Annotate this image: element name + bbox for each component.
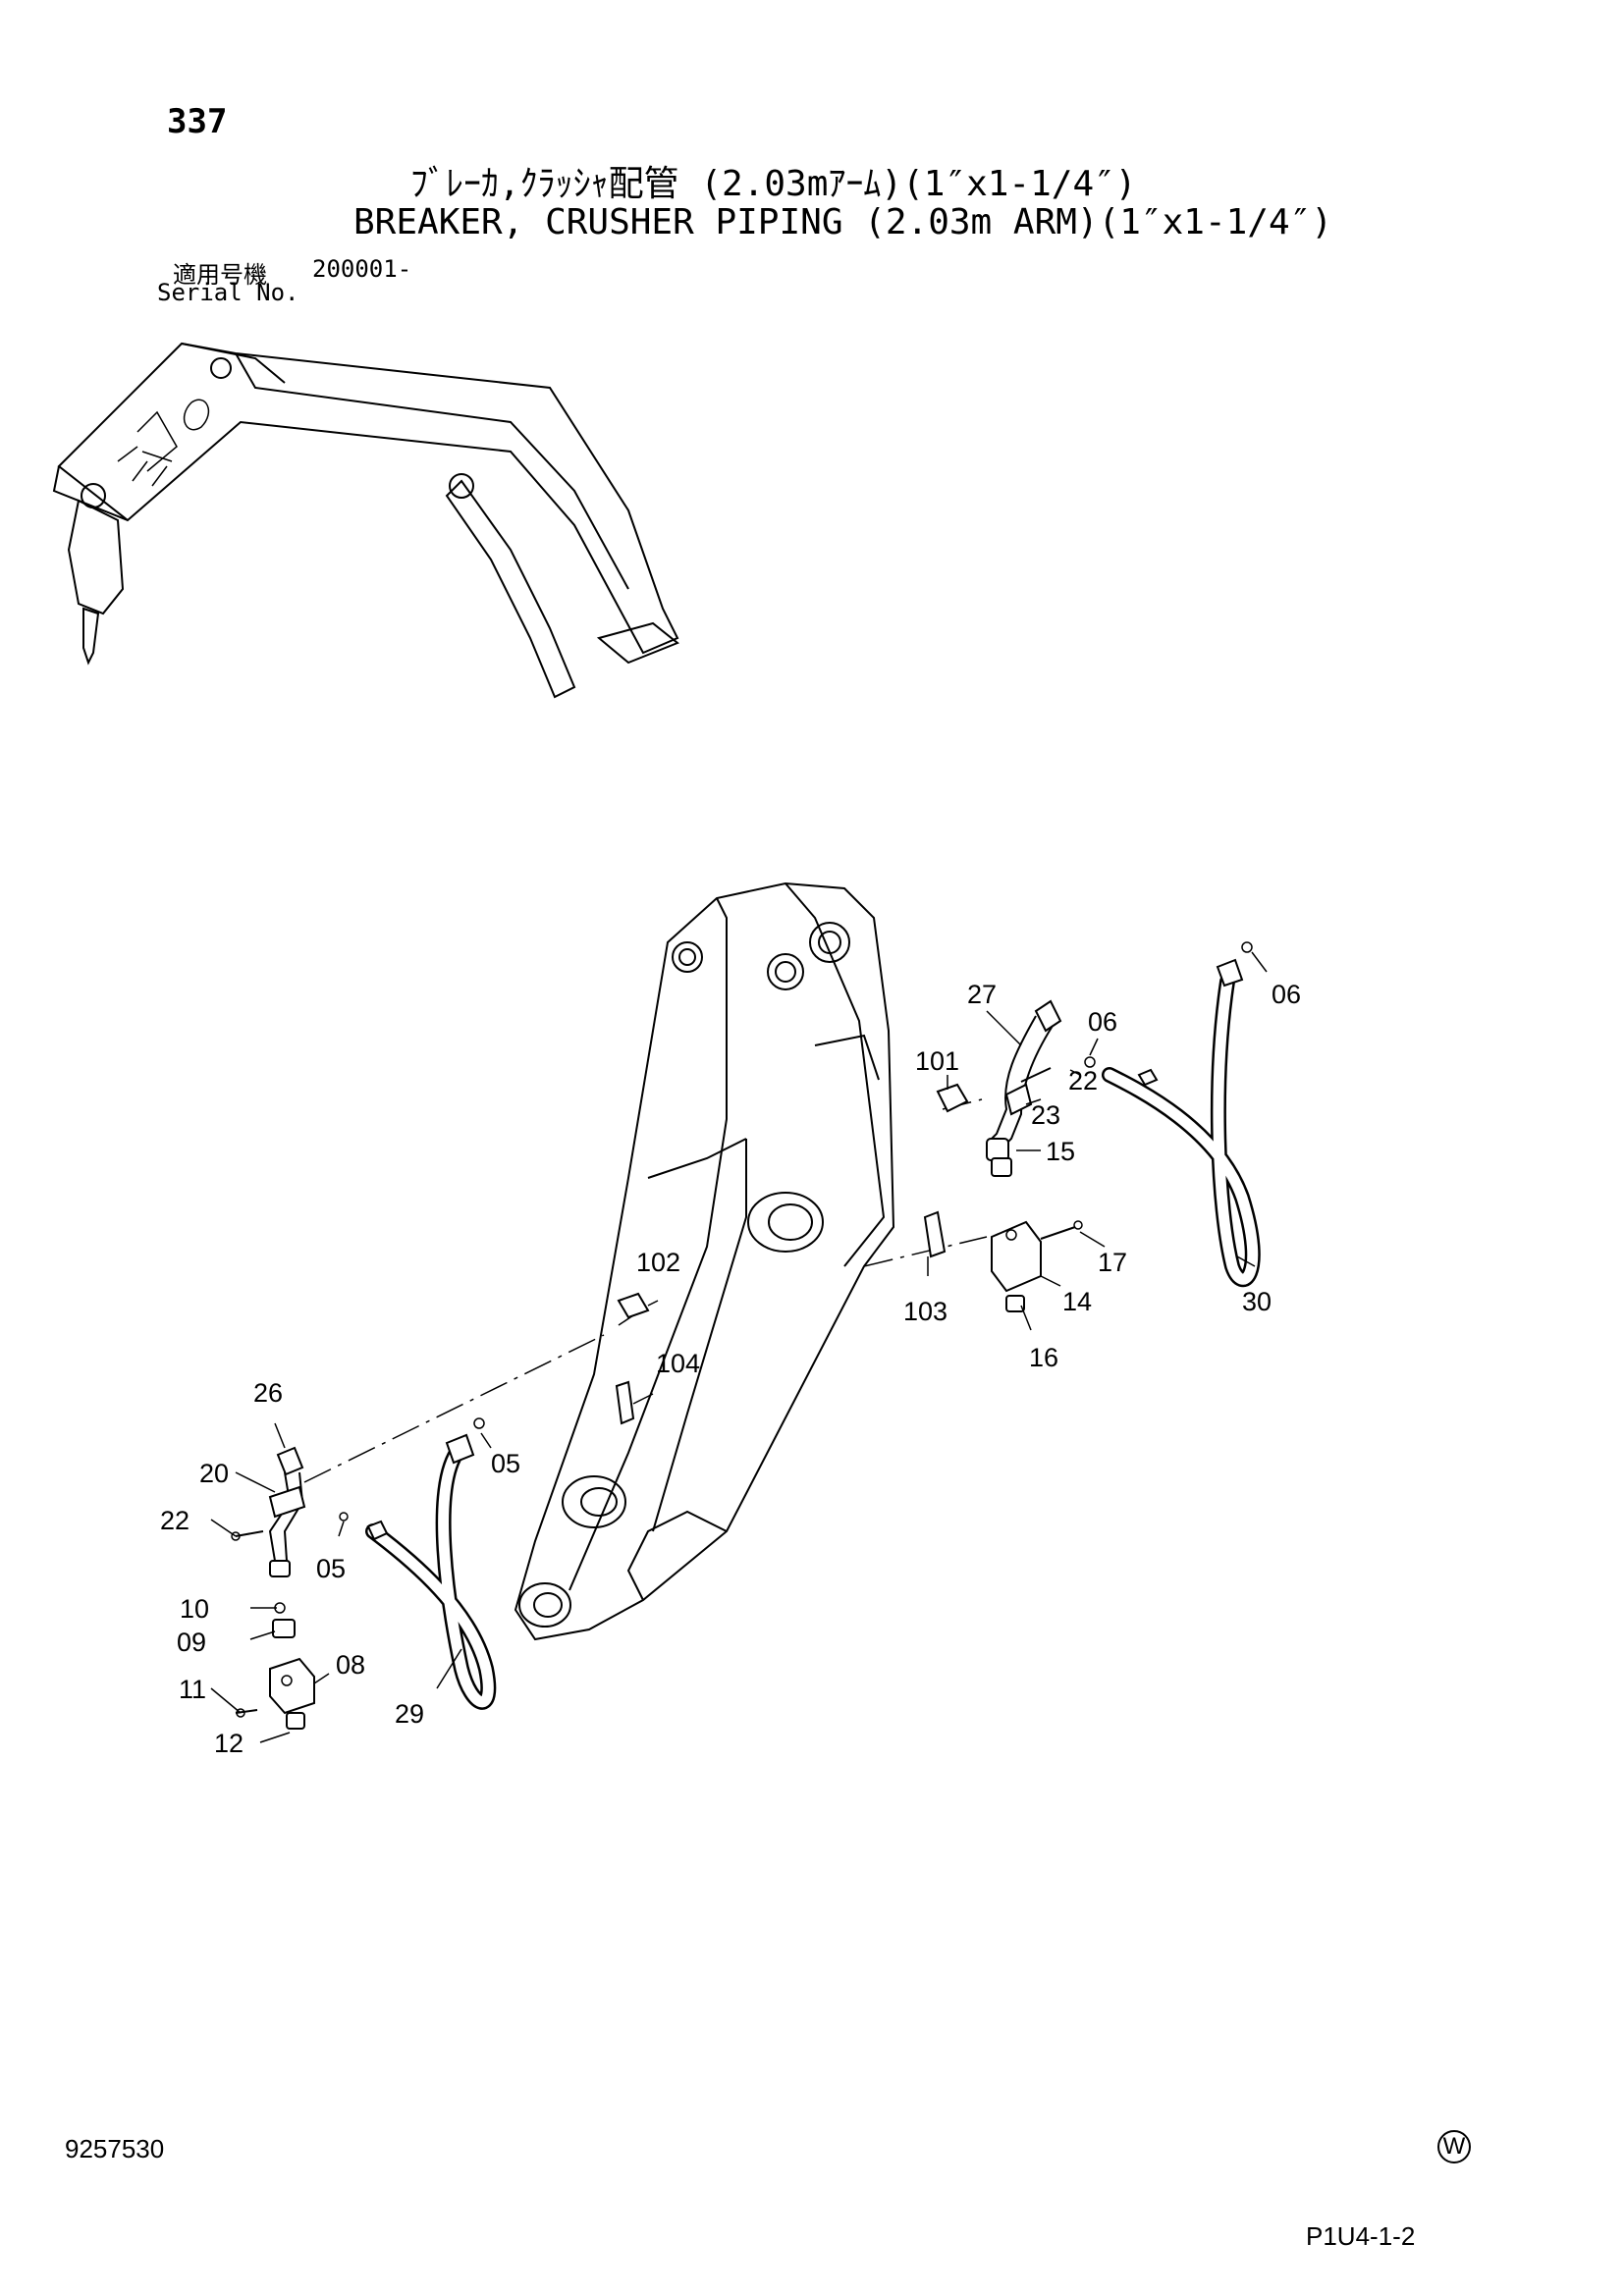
copyright-mark: W: [1437, 2130, 1471, 2163]
callout-22-lower: 22: [160, 1506, 189, 1535]
callout-12: 12: [214, 1729, 244, 1758]
callout-labels: 27 06 06 101 22 23 15 17 14 16 103 30 10…: [160, 980, 1301, 1758]
callout-11: 11: [179, 1675, 206, 1704]
callout-16: 16: [1029, 1343, 1058, 1372]
title-japanese: ﾌﾞﾚｰｶ,ｸﾗｯｼｬ配管 (2.03mｱｰﾑ)(1″x1-1/4″): [410, 164, 1137, 204]
middle-parts: [615, 1292, 650, 1425]
serial-label-japanese: 適用号機: [173, 261, 267, 289]
page-number: 337: [167, 102, 228, 141]
callout-29: 29: [395, 1699, 424, 1729]
center-lines: [303, 1098, 988, 1483]
callout-103: 103: [903, 1297, 947, 1326]
callout-05-lower: 05: [316, 1554, 346, 1583]
page-code: P1U4-1-2: [1306, 2221, 1416, 2251]
document-number: 9257530: [65, 2134, 165, 2163]
callout-08: 08: [336, 1650, 365, 1680]
callout-26: 26: [253, 1378, 283, 1408]
serial-label-english: Serial No.: [157, 279, 299, 306]
overview-illustration: [52, 342, 679, 699]
callout-17: 17: [1098, 1248, 1127, 1277]
callout-15: 15: [1046, 1137, 1075, 1166]
title-english: BREAKER, CRUSHER PIPING (2.03m ARM)(1″x1…: [353, 202, 1332, 242]
callout-101: 101: [915, 1046, 959, 1076]
callout-06-upper: 06: [1088, 1007, 1117, 1037]
leader-lines: [210, 951, 1268, 1743]
callout-22-upper: 22: [1068, 1066, 1098, 1095]
callout-05-hose: 05: [491, 1449, 520, 1478]
callout-09: 09: [177, 1628, 206, 1657]
callout-30: 30: [1242, 1287, 1272, 1316]
serial-number-value: 200001-: [312, 255, 412, 283]
callout-23: 23: [1031, 1100, 1060, 1130]
callout-06-hose: 06: [1272, 980, 1301, 1009]
lower-left-parts: [231, 1417, 497, 1730]
callout-104: 104: [656, 1349, 700, 1378]
callout-10: 10: [180, 1594, 209, 1624]
callout-14: 14: [1062, 1287, 1092, 1316]
callout-27: 27: [967, 980, 997, 1009]
upper-right-parts: [923, 941, 1261, 1312]
callout-102: 102: [636, 1248, 680, 1277]
arm-structure: [514, 881, 895, 1641]
callout-20: 20: [199, 1459, 229, 1488]
